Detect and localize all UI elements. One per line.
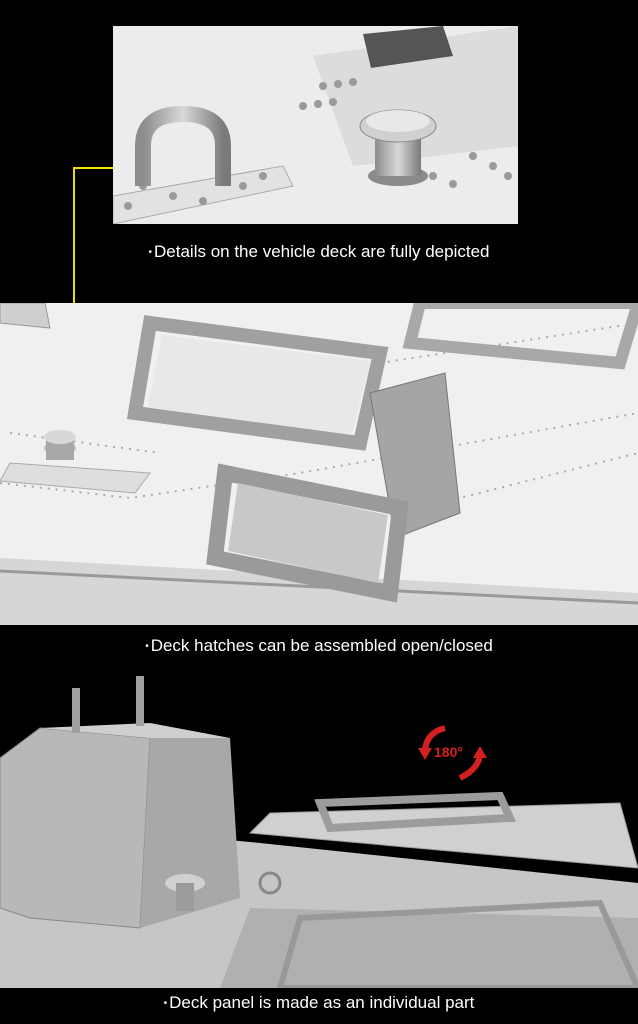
bullet: •: [163, 998, 168, 1010]
hatches-render: [0, 303, 638, 625]
deck-panel-render-panel: 180°: [0, 668, 638, 988]
hatches-render-panel: [0, 303, 638, 625]
caption-hatches: •Deck hatches can be assembled open/clos…: [0, 636, 638, 656]
caption-panel: •Deck panel is made as an individual par…: [0, 993, 638, 1013]
rotation-label: 180°: [434, 744, 463, 760]
caption-panel-text: Deck panel is made as an individual part: [169, 993, 475, 1012]
bullet: •: [148, 247, 153, 259]
caption-hatches-text: Deck hatches can be assembled open/close…: [150, 636, 493, 655]
inset-detail-render: [113, 26, 518, 224]
inset-detail-panel: [113, 26, 518, 224]
bullet: •: [145, 641, 149, 653]
deck-panel-render: [0, 668, 638, 988]
caption-vehicle-deck: •Details on the vehicle deck are fully d…: [0, 242, 638, 262]
caption-vehicle-deck-text: Details on the vehicle deck are fully de…: [154, 242, 490, 261]
